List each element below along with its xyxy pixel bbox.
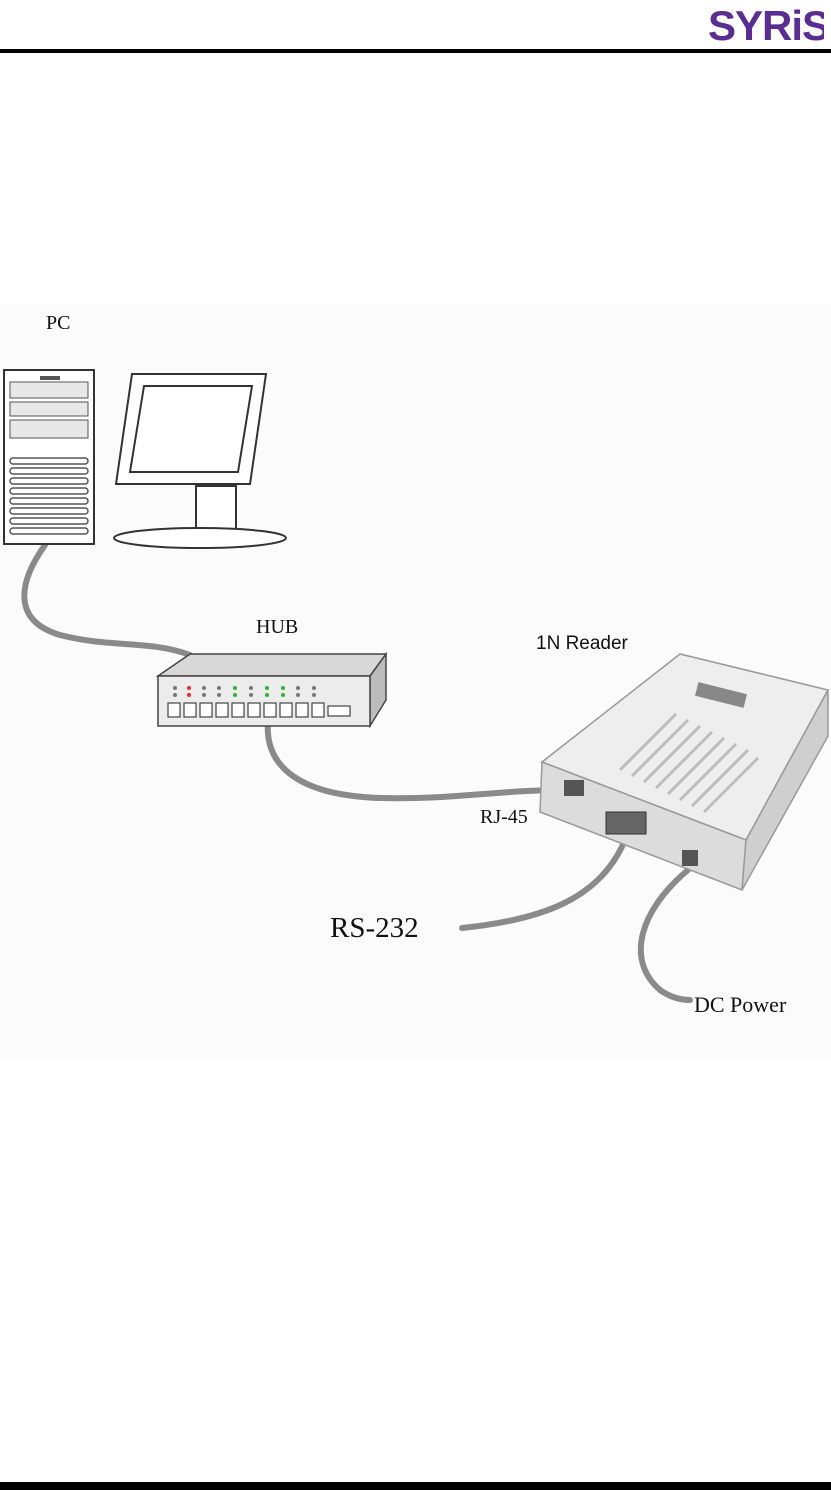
- cable-rs232: [462, 840, 625, 928]
- footer-rule: [0, 1482, 831, 1490]
- cable-hub-to-reader: [268, 722, 562, 798]
- cable-dc-power: [641, 870, 690, 1000]
- rj45-label: RJ-45: [480, 806, 528, 829]
- reader-label: 1N Reader: [536, 633, 628, 655]
- network-hub: [158, 654, 386, 726]
- pc-tower: [4, 370, 94, 544]
- pc-monitor: [114, 374, 286, 548]
- hub-label: HUB: [256, 616, 298, 639]
- hub-ports: [168, 703, 350, 717]
- rfid-reader: [540, 654, 828, 890]
- rs232-label: RS-232: [330, 912, 419, 945]
- pc-label: PC: [46, 312, 70, 335]
- dc-power-label: DC Power: [694, 992, 786, 1018]
- cable-pc-to-hub: [24, 545, 190, 655]
